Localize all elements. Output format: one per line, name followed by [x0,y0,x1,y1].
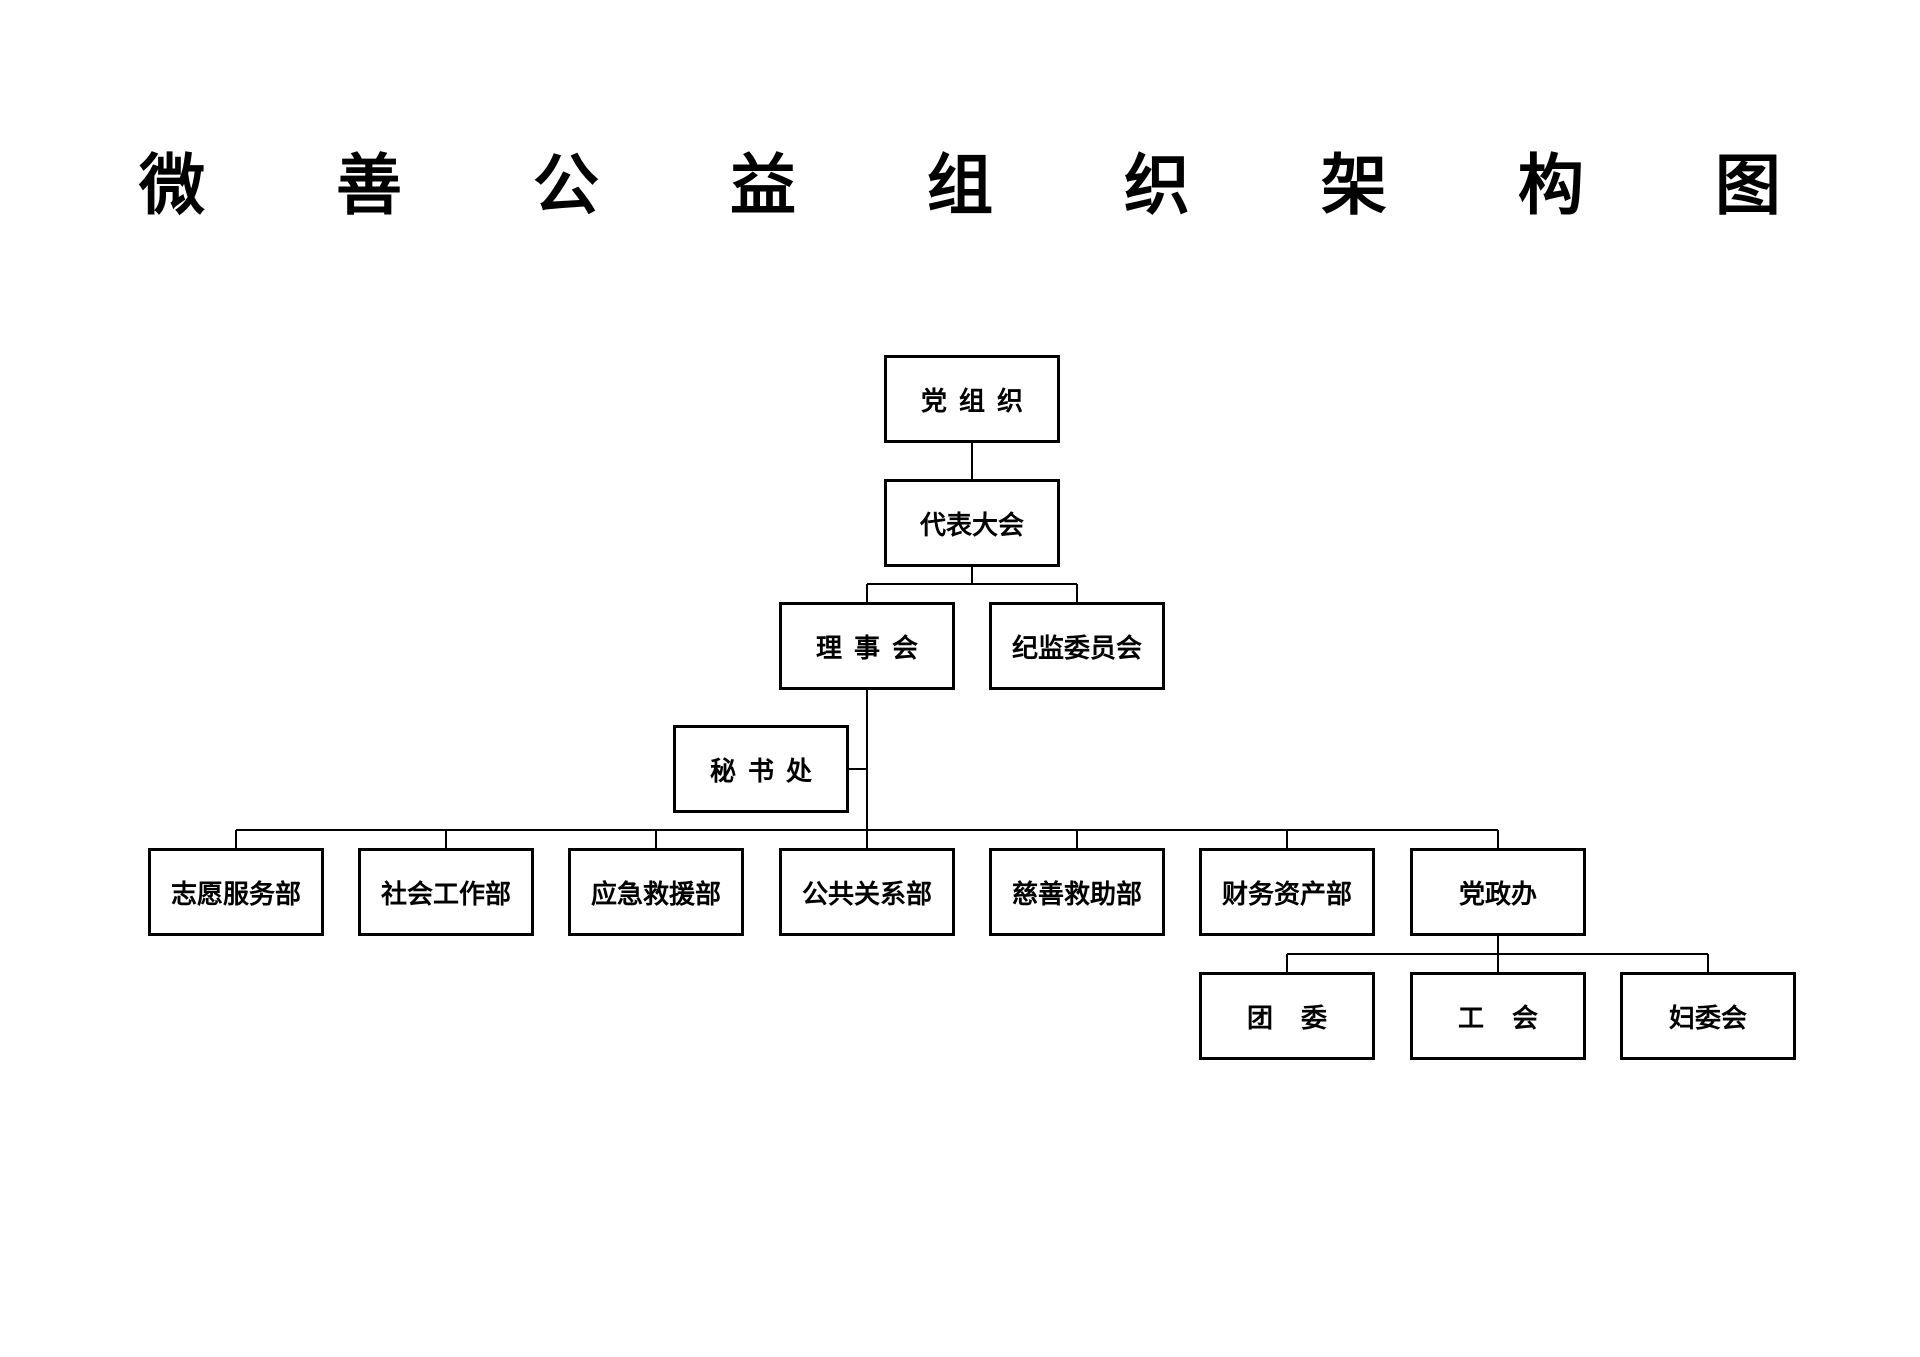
node-charity-aid-dept: 慈善救助部 [989,848,1165,936]
node-label: 团委 [1246,1003,1355,1034]
node-label: 社会工作部 [380,879,511,910]
node-label: 纪监委员会 [1011,633,1142,664]
node-emergency-rescue-dept: 应急救援部 [568,848,744,936]
node-congress: 代表大会 [884,479,1060,567]
node-discipline-committee: 纪监委员会 [989,602,1165,690]
chart-title: 微 善 公 益 组 织 架 构 图 [139,146,1835,224]
node-social-work-dept: 社会工作部 [358,848,534,936]
node-party-office: 党政办 [1410,848,1586,936]
node-label: 工会 [1457,1003,1566,1034]
node-finance-assets-dept: 财务资产部 [1199,848,1375,936]
node-label: 秘书处 [709,756,824,787]
node-label: 代表大会 [919,510,1024,541]
node-party-organization: 党组织 [884,355,1060,443]
node-council: 理事会 [779,602,955,690]
node-labor-union: 工会 [1410,972,1586,1060]
node-secretariat: 秘书处 [673,725,849,813]
node-women-committee: 妇委会 [1620,972,1796,1060]
node-volunteer-dept: 志愿服务部 [148,848,324,936]
node-public-relations-dept: 公共关系部 [779,848,955,936]
node-label: 公共关系部 [801,879,932,910]
node-label: 志愿服务部 [170,879,301,910]
node-label: 慈善救助部 [1011,879,1142,910]
node-label: 党政办 [1458,879,1537,910]
node-label: 应急救援部 [590,879,721,910]
node-label: 理事会 [815,633,930,664]
node-youth-league: 团委 [1199,972,1375,1060]
node-label: 财务资产部 [1221,879,1352,910]
node-label: 妇委会 [1668,1003,1747,1034]
node-label: 党组织 [920,386,1035,417]
